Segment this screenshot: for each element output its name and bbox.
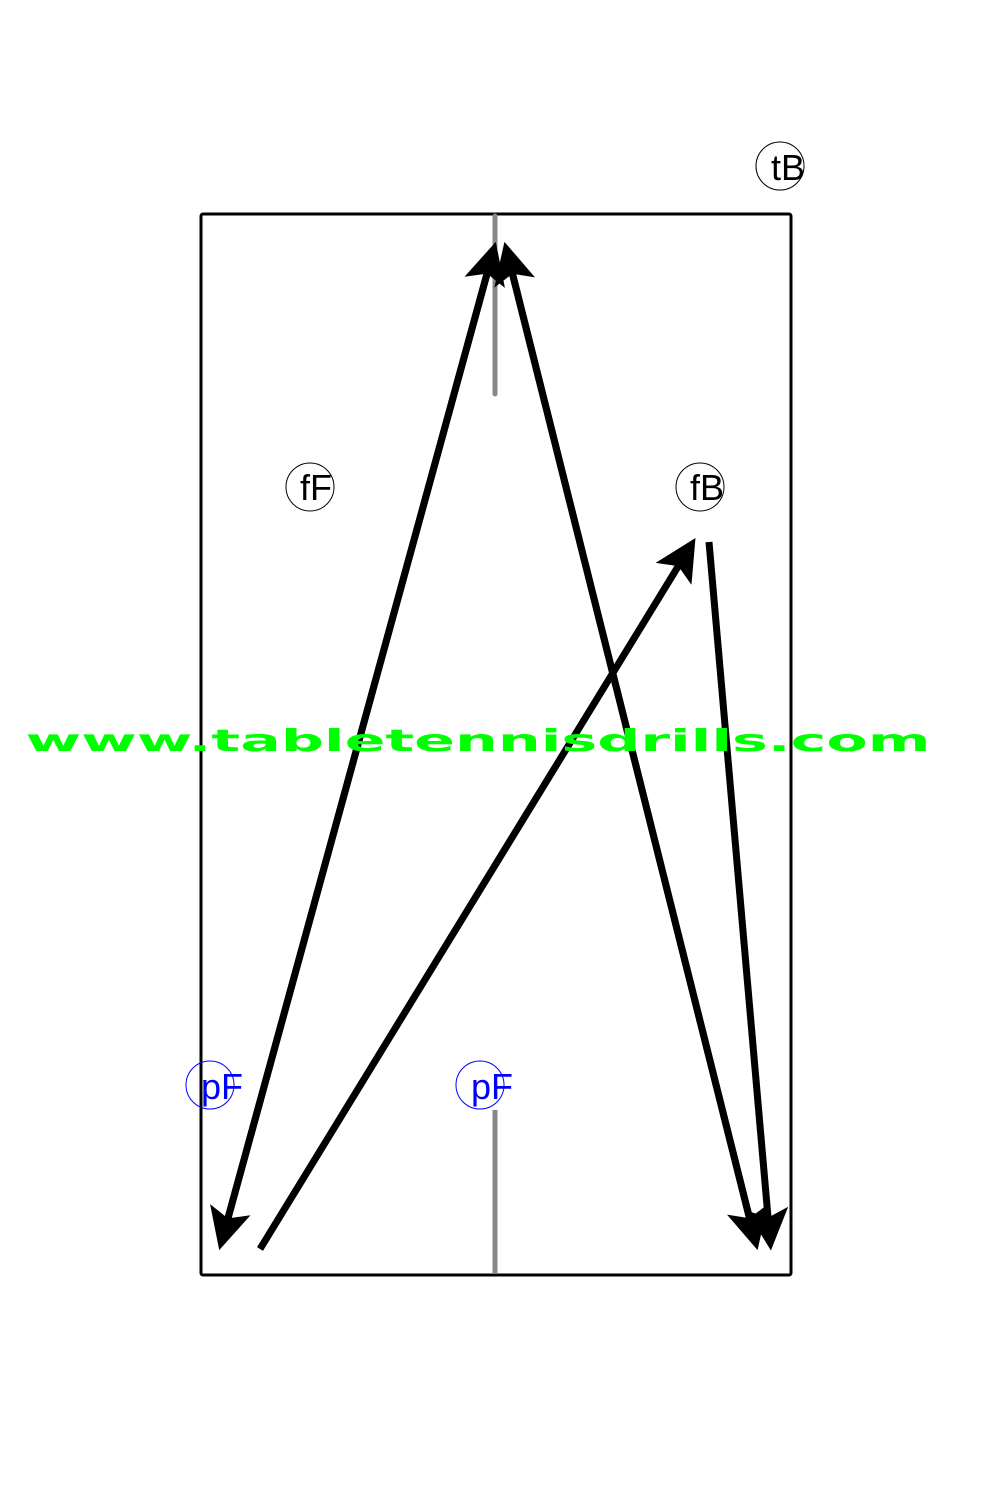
arrow-left-to-backhand-mid [257, 538, 696, 1251]
label-fb: fB [675, 462, 725, 512]
label-ff-text: fF [300, 467, 332, 508]
label-tb-text: tB [771, 147, 805, 188]
label-pf-left: pF [185, 1060, 243, 1110]
arrow-top-to-left-corner [210, 251, 497, 1251]
label-pf-center-text: pF [471, 1066, 513, 1107]
label-pf-left-text: pF [201, 1066, 243, 1107]
label-pf-center: pF [455, 1060, 513, 1110]
watermark-text: www.tabletennisdrills.com [26, 724, 931, 759]
label-tb: tB [755, 141, 805, 191]
label-fb-text: fB [690, 467, 724, 508]
arrow-backhand-mid-to-right-corner [705, 541, 789, 1251]
label-ff: fF [285, 462, 335, 512]
arrow-right-corner-to-top [494, 241, 759, 1241]
